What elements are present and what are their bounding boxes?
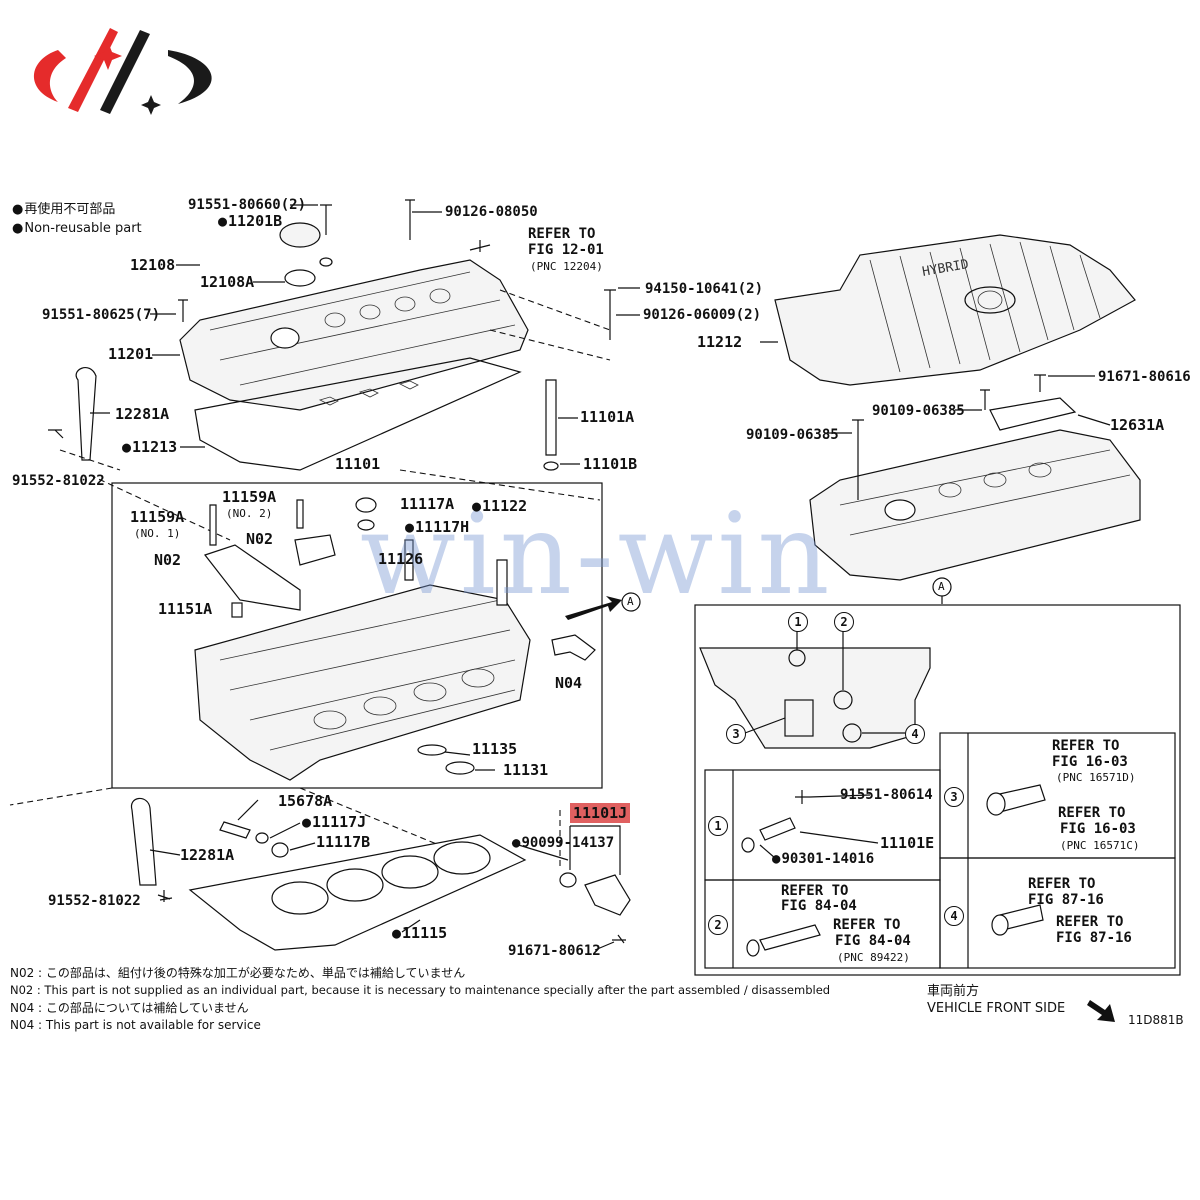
head-cover-gasket-drawing (194, 357, 522, 471)
box3-refer-4: REFER TO (1058, 805, 1126, 821)
refer-top-line1: REFER TO (528, 226, 596, 242)
label-11201B: 11201B (218, 214, 282, 229)
label-11117H: 11117H (405, 520, 469, 535)
label-91551-80625: 91551-80625(7) (42, 307, 161, 323)
box2-refer-5: (PNC 89422) (837, 951, 910, 964)
box3-refer-6: (PNC 16571C) (1060, 839, 1140, 852)
box2-refer-2: FIG 84-04 (781, 898, 857, 914)
detail-box-4 (939, 857, 1176, 969)
label-11126: 11126 (378, 550, 424, 568)
note-n02-en: N02 : This part is not supplied as an in… (10, 983, 831, 997)
label-11101E: 11101E (880, 834, 935, 852)
figure-code: 11D881B (1128, 1013, 1184, 1027)
front-label-jp: 車両前方 (927, 984, 980, 999)
head-gasket-drawing (188, 834, 527, 951)
label-11115: 11115 (392, 926, 447, 941)
label-90099-14137: 90099-14137 (512, 836, 614, 850)
label-11117J: 11117J (302, 815, 366, 830)
detail-marker-2: 2 (834, 612, 854, 632)
label-12631A: 12631A (1110, 416, 1165, 434)
label-90109-left: 90109-06385 (746, 427, 839, 443)
detail-marker-3: 3 (726, 724, 746, 744)
label-11159A-no1: 11159A (130, 508, 185, 526)
box3-marker: 3 (944, 787, 964, 807)
note-n04-en: N04 : This part is not available for ser… (10, 1018, 261, 1032)
label-12281A-top: 12281A (115, 405, 170, 423)
cylinder-head-drawing (194, 584, 531, 781)
box3-refer-1: REFER TO (1052, 738, 1120, 754)
label-11159A-no1-sub: (NO. 1) (134, 527, 181, 540)
label-91552-bottom: 91552-81022 (48, 893, 141, 909)
cylinder-head-box (111, 482, 603, 789)
label-11159A-no2: 11159A (222, 488, 277, 506)
cylinder-head-cover-right-drawing (809, 374, 1141, 604)
label-90301-14016: 90301-14016 (772, 852, 874, 866)
watermark-text: win-win (360, 490, 834, 620)
refer-top-line2: FIG 12-01 (528, 242, 604, 258)
label-N04: N04 (555, 674, 583, 692)
label-11101J: 11101J (570, 803, 631, 823)
oil-filler-cap-drawing (279, 222, 321, 248)
label-11117B: 11117B (316, 833, 371, 851)
label-91551-80614: 91551-80614 (840, 787, 933, 803)
label-11101B: 11101B (583, 455, 638, 473)
engine-hanger-drawing (75, 367, 97, 461)
detail-marker-1: 1 (788, 612, 808, 632)
label-N02-a: N02 (246, 530, 274, 548)
legend-en: Non-reusable part (12, 222, 141, 235)
label-11212: 11212 (697, 333, 743, 351)
box2-marker: 2 (708, 915, 728, 935)
label-91671-80616: 91671-80616 (1098, 369, 1191, 385)
label-11159A-no2-sub: (NO. 2) (226, 507, 273, 520)
label-11151A: 11151A (158, 600, 213, 618)
box1-marker: 1 (708, 816, 728, 836)
brand-swoosh-logo (33, 28, 212, 115)
label-12108: 12108 (130, 256, 176, 274)
detail-a-box (694, 604, 1181, 976)
label-94150-10641: 94150-10641(2) (645, 281, 764, 297)
front-label-en: VEHICLE FRONT SIDE (927, 1001, 1066, 1016)
label-12281A-bottom: 12281A (180, 846, 235, 864)
label-15678A: 15678A (278, 792, 333, 810)
box4-refer-2: FIG 87-16 (1028, 892, 1104, 908)
label-91551-80660: 91551-80660(2) (188, 197, 307, 213)
box4-marker: 4 (944, 906, 964, 926)
box3-refer-5: FIG 16-03 (1060, 821, 1136, 837)
note-n02-jp: N02 : この部品は、組付け後の特殊な加工が必要なため、単品では補給していませ… (10, 966, 466, 980)
label-detail-A: A (938, 580, 945, 593)
label-arrow-A: A (627, 595, 634, 608)
box2-refer-4: FIG 84-04 (835, 933, 911, 949)
label-11101A: 11101A (580, 408, 635, 426)
refer-top-line3: (PNC 12204) (530, 260, 603, 273)
detail-marker-4: 4 (905, 724, 925, 744)
label-11101: 11101 (335, 455, 381, 473)
label-11122: 11122 (472, 499, 527, 514)
box4-refer-4: FIG 87-16 (1056, 930, 1132, 946)
label-11135: 11135 (472, 740, 518, 758)
box2-refer-1: REFER TO (781, 883, 849, 899)
label-12108A: 12108A (200, 273, 255, 291)
engine-cover-drawing (774, 234, 1136, 386)
legend-jp: 再使用不可部品 (12, 203, 115, 216)
note-n04-jp: N04 : この部品については補給していません (10, 1001, 249, 1015)
box2-refer-3: REFER TO (833, 917, 901, 933)
box3-refer-2: FIG 16-03 (1052, 754, 1128, 770)
label-90126-08050: 90126-08050 (445, 204, 538, 220)
box4-refer-3: REFER TO (1056, 914, 1124, 930)
label-11213: 11213 (122, 440, 177, 455)
label-N02-b: N02 (154, 551, 182, 569)
label-91552-top: 91552-81022 (12, 473, 105, 489)
label-11117A: 11117A (400, 495, 455, 513)
box4-refer-1: REFER TO (1028, 876, 1096, 892)
box3-refer-3: (PNC 16571D) (1056, 771, 1136, 784)
label-11201: 11201 (108, 345, 154, 363)
label-90109-right: 90109-06385 (872, 403, 965, 419)
label-90126-06009: 90126-06009(2) (643, 307, 762, 323)
cylinder-head-cover-drawing (179, 259, 529, 411)
label-91671-80612: 91671-80612 (508, 943, 601, 959)
label-11131: 11131 (503, 761, 549, 779)
